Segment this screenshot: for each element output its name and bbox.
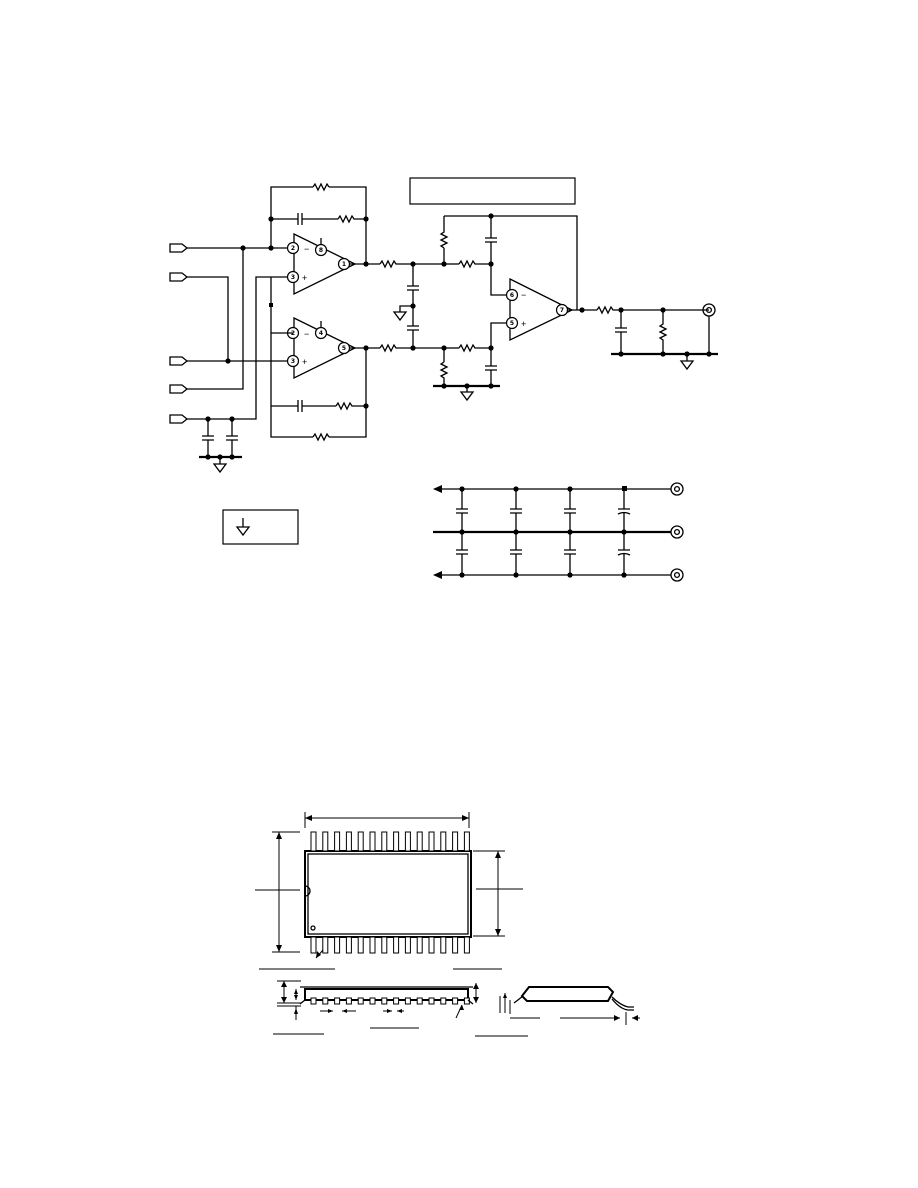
package-lead (369, 831, 376, 852)
input-connector-4[interactable] (169, 384, 189, 394)
package-lead (310, 936, 317, 954)
package-lead (345, 831, 352, 852)
input-connector-5[interactable] (169, 414, 189, 424)
package-lead (322, 831, 329, 852)
package-lead (357, 831, 364, 852)
amp-u1-feedback (268, 182, 369, 264)
package-lead (381, 997, 388, 1005)
ground-icon (212, 457, 228, 474)
package-lead (334, 997, 341, 1005)
package-lead (428, 831, 435, 852)
svg-text:5: 5 (510, 320, 514, 327)
package-lead (393, 997, 400, 1005)
input-connectors (169, 243, 189, 424)
package-lead (463, 831, 470, 852)
package-lead (416, 831, 423, 852)
input-connector-1[interactable] (169, 243, 189, 253)
package-lead (334, 936, 341, 954)
op-amp-u1[interactable]: 2 3 8 1 − + (286, 232, 357, 296)
svg-text:−: − (521, 290, 526, 300)
package-lead (393, 936, 400, 954)
package-lead (310, 997, 317, 1005)
op-amp-u3[interactable]: 6 5 7 − + (505, 277, 574, 342)
package-lead (416, 997, 423, 1005)
input-bypass-capacitors (199, 419, 242, 474)
amp-u2-feedback (270, 333, 369, 442)
package-lead (322, 997, 329, 1005)
package-lead (416, 936, 423, 954)
supply-terminal-positive[interactable] (670, 482, 684, 496)
package-lead (452, 936, 459, 954)
svg-text:2: 2 (291, 245, 295, 252)
package-lead (393, 831, 400, 852)
ground-icon (235, 518, 251, 537)
u3-noninverting-network (433, 322, 507, 402)
output-filter (567, 305, 718, 371)
svg-text:−: − (304, 244, 309, 254)
package-lead (369, 936, 376, 954)
package-outline (255, 812, 640, 1037)
ground-icon (459, 386, 475, 402)
difference-stage-inputs (379, 259, 444, 353)
supply-terminal-ground[interactable] (670, 525, 684, 539)
input-connector-2[interactable] (169, 272, 189, 282)
package-lead (310, 831, 317, 852)
ground-legend (222, 509, 299, 545)
op-amp-u2[interactable]: 2 3 4 5 − + (286, 316, 357, 380)
package-lead (452, 997, 459, 1005)
package-lead (322, 936, 329, 954)
package-lead (440, 936, 447, 954)
package-lead (463, 936, 470, 954)
package-lead (404, 997, 411, 1005)
package-lead (440, 831, 447, 852)
svg-text:+: + (302, 357, 307, 367)
input-connector-3[interactable] (169, 356, 189, 366)
note-box (409, 177, 576, 205)
package-lead (345, 997, 352, 1005)
svg-text:+: + (521, 319, 526, 329)
output-terminal[interactable] (702, 303, 716, 317)
ground-icon (392, 311, 408, 322)
package-lead (381, 936, 388, 954)
package-lead (357, 936, 364, 954)
supply-terminal-negative[interactable] (670, 568, 684, 582)
package-lead (381, 831, 388, 852)
package-body-top-view (304, 850, 472, 938)
svg-text:3: 3 (291, 274, 295, 281)
input-wiring (187, 245, 293, 422)
ground-icon (679, 354, 695, 371)
package-lead (428, 936, 435, 954)
package-lead (357, 997, 364, 1005)
svg-text:−: − (304, 329, 309, 339)
package-lead (428, 997, 435, 1005)
svg-text:3: 3 (291, 358, 295, 365)
u3-inverting-network (439, 213, 578, 310)
svg-text:6: 6 (510, 292, 514, 299)
package-lead (369, 997, 376, 1005)
svg-text:+: + (302, 273, 307, 283)
svg-text:7: 7 (560, 307, 564, 314)
package-lead (440, 997, 447, 1005)
package-lead (404, 936, 411, 954)
svg-text:5: 5 (342, 345, 346, 352)
svg-text:1: 1 (342, 261, 346, 268)
package-lead (345, 936, 352, 954)
supply-decoupling (433, 482, 684, 582)
svg-text:4: 4 (319, 330, 323, 337)
package-lead (452, 831, 459, 852)
package-lead (334, 831, 341, 852)
svg-text:8: 8 (319, 247, 323, 254)
package-lead (404, 831, 411, 852)
